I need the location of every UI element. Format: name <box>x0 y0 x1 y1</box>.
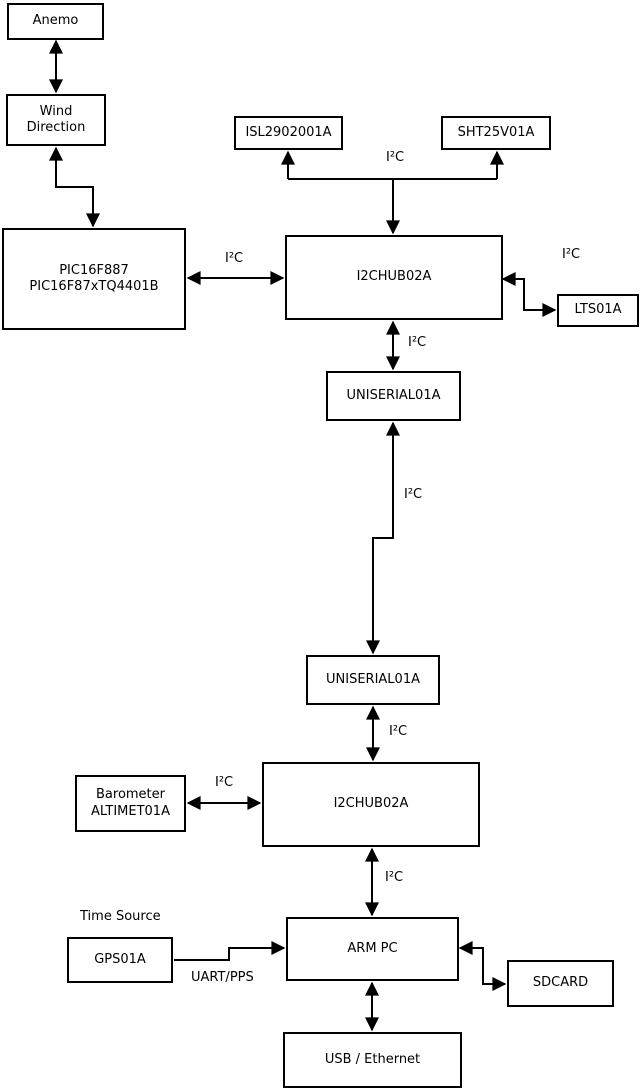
node-wind-direction: Wind Direction <box>6 94 106 146</box>
node-i2chub02a-1: I2CHUB02A <box>285 235 503 320</box>
node-sdcard: SDCARD <box>507 960 614 1007</box>
edge-uniserial1-uniserial2 <box>366 421 400 655</box>
edge-label-i2c-uniserial-link: I²C <box>404 487 423 502</box>
node-uniserial01a-2: UNISERIAL01A <box>306 655 440 705</box>
node-uniserial01a-1: UNISERIAL01A <box>326 371 461 421</box>
edge-label-i2c-sensorbus: I²C <box>386 150 405 165</box>
edge-label-uart-pps: UART/PPS <box>191 970 254 985</box>
node-i2chub02a-2: I2CHUB02A <box>262 762 480 847</box>
edge-gps-armpc <box>174 941 286 961</box>
node-anemo: Anemo <box>7 3 104 40</box>
edge-winddirection-pic <box>49 146 100 228</box>
edge-armpc-sdcard <box>458 941 507 991</box>
edge-label-i2c-pic-hub1: I²C <box>225 251 244 266</box>
node-sht25v01a: SHT25V01A <box>441 116 551 150</box>
node-usb-ethernet: USB / Ethernet <box>283 1032 462 1088</box>
edge-label-i2c-hub2-armpc: I²C <box>385 870 404 885</box>
edge-label-i2c-hub1-uniserial1: I²C <box>408 335 427 350</box>
node-isl2902001a: ISL2902001A <box>234 116 343 150</box>
label-time-source: Time Source <box>80 909 161 924</box>
node-barometer-altimet01a: Barometer ALTIMET01A <box>75 775 186 832</box>
edge-label-i2c-barometer-hub2: I²C <box>215 775 234 790</box>
node-pic16f887: PIC16F887 PIC16F87xTQ4401B <box>2 228 186 330</box>
edge-hub1-lts <box>501 272 557 317</box>
node-arm-pc: ARM PC <box>286 917 459 981</box>
edge-label-i2c-hub1-lts: I²C <box>562 247 581 262</box>
edge-label-i2c-uniserial2-hub2: I²C <box>389 724 408 739</box>
node-lts01a: LTS01A <box>557 294 639 327</box>
node-gps01a: GPS01A <box>67 937 173 983</box>
